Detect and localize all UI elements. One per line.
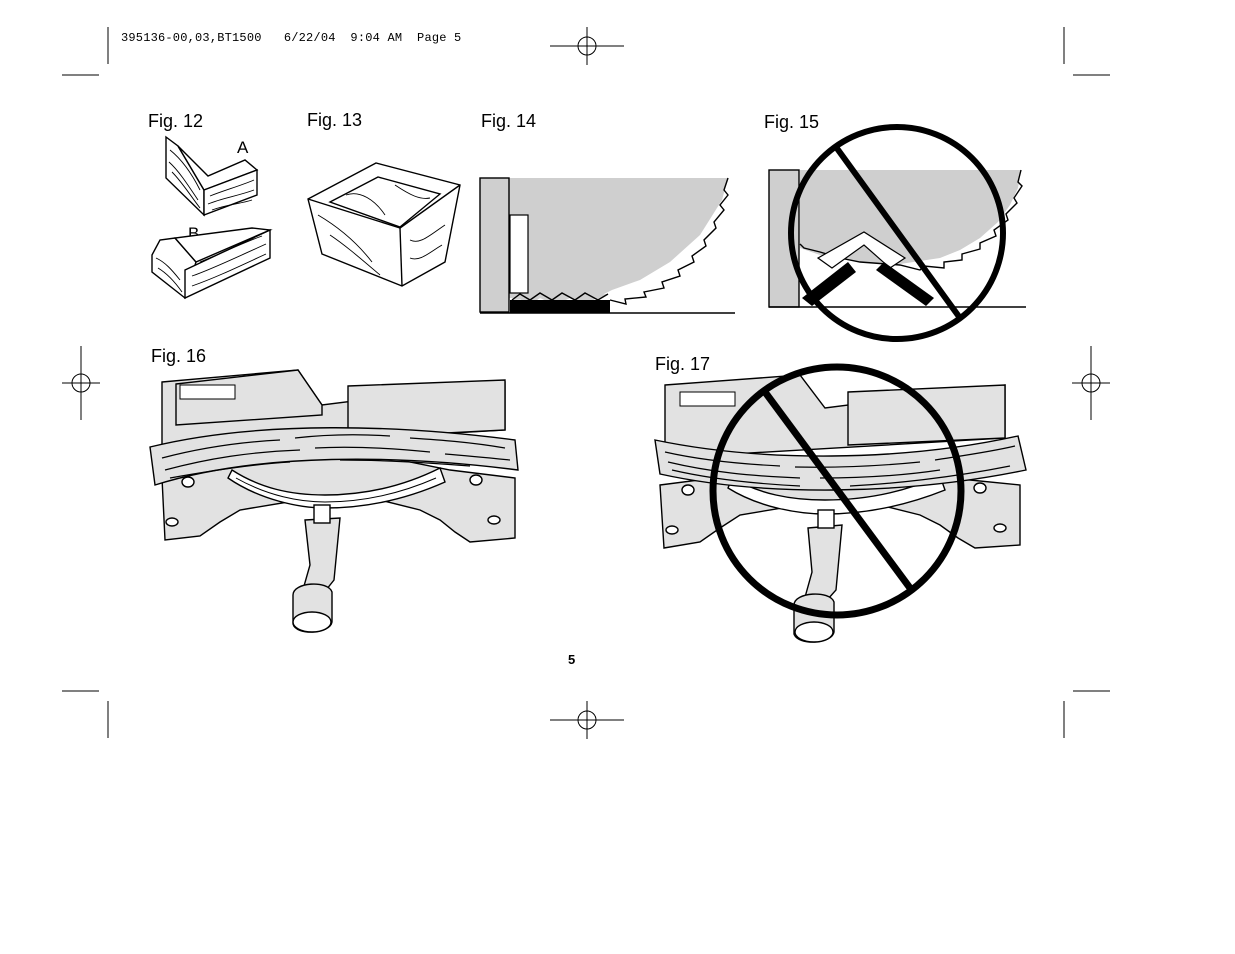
fig-17-label: Fig. 17 — [655, 354, 711, 374]
fig-15-label: Fig. 15 — [764, 112, 820, 132]
registration-mark-icon — [1072, 346, 1110, 420]
fig-14-label: Fig. 14 — [481, 111, 537, 131]
fig-16-label: Fig. 16 — [151, 346, 207, 366]
fig-12-miter-joint-b — [151, 227, 273, 300]
fig-17-miter-saw — [654, 374, 1027, 643]
fig-12-miter-joint-a — [165, 135, 259, 217]
fig-14-blade-diagram — [479, 177, 735, 314]
fig-15-blade-diagram — [768, 169, 1026, 308]
fig-12-part-a-label: A — [237, 138, 249, 157]
prohibition-sign-icon — [788, 124, 1006, 342]
registration-mark-icon — [550, 27, 624, 65]
fig-16-miter-saw — [149, 369, 519, 633]
registration-mark-icon — [550, 701, 624, 739]
fig-13-mitered-box — [307, 162, 461, 287]
crop-mark-icon — [62, 27, 1110, 738]
print-slug-line: 395136-00,03,BT1500 6/22/04 9:04 AM Page… — [121, 31, 462, 45]
fig-12-part-b-label: B — [188, 224, 200, 243]
registration-mark-icon — [62, 346, 100, 420]
fig-12-label: Fig. 12 — [148, 111, 204, 131]
fig-13-label: Fig. 13 — [307, 110, 363, 130]
prohibition-sign-icon — [709, 363, 965, 619]
page-number: 5 — [568, 652, 576, 667]
